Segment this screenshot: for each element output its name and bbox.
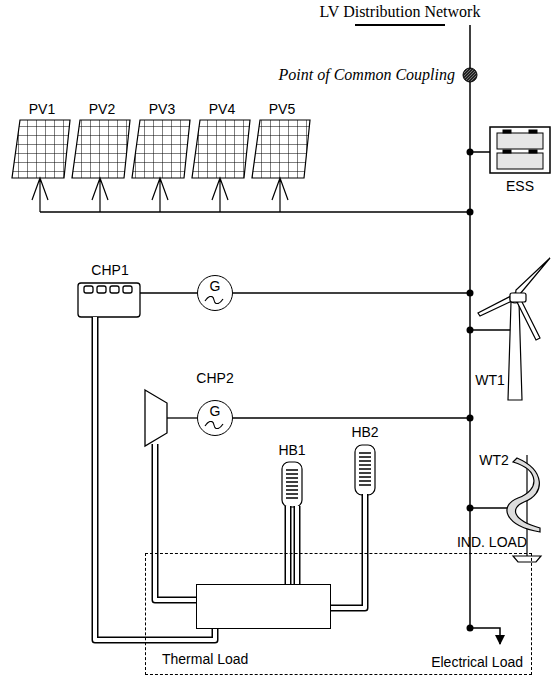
heat-boiler-2	[355, 445, 375, 495]
electrical-load-arrow	[470, 628, 500, 644]
pcc-symbol	[463, 68, 477, 82]
ac-tilde	[204, 421, 224, 429]
generator-circle: G	[197, 275, 233, 311]
industrial-load-area: IND. LOADElectrical LoadThermal Load	[145, 553, 532, 675]
component-label: WT1	[475, 372, 505, 389]
component-label: PV2	[89, 101, 115, 118]
wind-turbine-1	[470, 258, 550, 400]
ess-battery	[470, 127, 550, 173]
heat-pipe	[294, 506, 301, 585]
chp1-engine	[78, 283, 470, 317]
network-bar	[355, 24, 445, 26]
heat-pipe	[155, 444, 197, 600]
box-heading: Thermal Load	[162, 651, 248, 668]
heat-pipe-core	[286, 506, 290, 585]
component-label: HB2	[351, 424, 378, 441]
bus-junctions	[467, 149, 474, 632]
component-label: CHP2	[196, 370, 233, 387]
component-label: LV Distribution Network	[320, 3, 481, 20]
heat-pipe-core	[295, 506, 299, 585]
component-label: PV1	[29, 101, 55, 118]
heat-pipe	[328, 494, 365, 608]
heat-pipe-core	[328, 494, 365, 608]
chp2-turbine	[145, 390, 470, 446]
component-label: PV5	[269, 101, 295, 118]
component-label: CHP1	[91, 262, 128, 279]
component-label: Point of Common Coupling	[279, 66, 455, 83]
heat-boiler-1	[282, 462, 302, 507]
load-label: Electrical Load	[431, 654, 523, 671]
component-label: ESS	[506, 178, 534, 195]
heat-pipe-core	[155, 444, 197, 600]
area-heading: IND. LOAD	[457, 534, 527, 551]
component-label: PV4	[209, 101, 235, 118]
component-label: PV3	[149, 101, 175, 118]
thermal-load-box: Thermal Load	[196, 584, 331, 629]
heat-pipe	[285, 506, 292, 585]
generator-letter: G	[198, 279, 232, 294]
component-label: WT2	[479, 452, 509, 469]
component-label: HB1	[278, 442, 305, 459]
generator-circle: G	[197, 400, 233, 436]
generator-letter: G	[198, 404, 232, 419]
pv-array	[12, 120, 470, 212]
ac-tilde	[204, 296, 224, 304]
